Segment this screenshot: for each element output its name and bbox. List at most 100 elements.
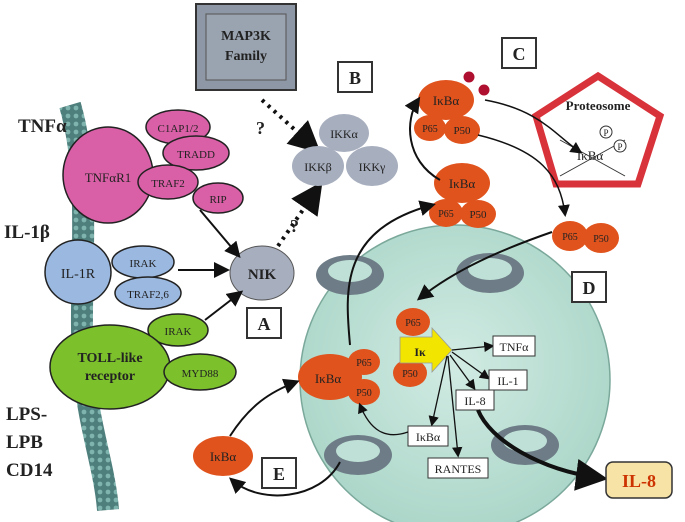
map3k-label-line1: MAP3K xyxy=(221,29,271,44)
toll-label-line1: TOLL-like xyxy=(77,351,142,366)
tnfa-ligand-label: TNFα xyxy=(18,116,67,137)
nuclear-pore xyxy=(456,253,524,293)
ik-yellow-arrow xyxy=(399,326,453,374)
tnfa-gene-box: TNFα xyxy=(492,335,536,357)
label-box-b: B xyxy=(337,61,373,93)
question-mark-2: ? xyxy=(290,216,299,236)
ikba-p65-p50-complex: IκBα P65 P50 xyxy=(429,163,496,228)
arrow-to-tnfa xyxy=(451,341,495,352)
arrow-il8-secretion xyxy=(476,409,608,491)
svg-text:IL-1: IL-1 xyxy=(497,374,518,388)
arrow-to-ikba xyxy=(428,355,448,427)
nuclear-ikba-complex: IκBα P65 P50 xyxy=(298,349,380,405)
nuc-p65-label: P65 xyxy=(356,358,372,369)
rip-label: RIP xyxy=(209,194,226,206)
arrow-tnfar1-to-nik xyxy=(199,209,241,259)
svg-text:TNFα: TNFα xyxy=(500,340,530,354)
arrow-release-p65-p50 xyxy=(477,134,570,217)
ikkg-label: IKKγ xyxy=(359,160,386,174)
svg-text:A: A xyxy=(258,314,271,334)
nuc-ikba-label: IκBα xyxy=(315,371,342,386)
arrow-p65-p50-into-nucleus xyxy=(416,231,553,301)
svg-text:IκBα: IκBα xyxy=(416,430,441,444)
nuclear-p65-p50-dna: P65 P50 Iκ xyxy=(393,308,453,387)
arrow-to-il1 xyxy=(451,351,491,380)
nuclear-pore xyxy=(491,425,559,465)
dotted-arrow-map3k-to-ikk xyxy=(260,98,321,154)
label-box-d: D xyxy=(571,271,607,303)
d-p65-label: P65 xyxy=(562,232,578,243)
mid-p65-label: P65 xyxy=(438,209,454,220)
d-p50-label: P50 xyxy=(593,234,609,245)
c-p65-label: P65 xyxy=(422,124,438,135)
map3k-family-box: MAP3K Family xyxy=(195,3,297,91)
arrow-to-proteosome xyxy=(484,99,583,154)
dotted-arrow-nik-to-ikk xyxy=(276,181,323,248)
cytoplasmic-ikba-e: IκBα xyxy=(193,436,253,476)
il8-output-box: IL-8 xyxy=(605,461,673,499)
proteosome-label: Proteosome xyxy=(566,98,631,113)
arrow-ikba-import xyxy=(229,378,300,437)
c-p50-label: P50 xyxy=(453,125,471,137)
label-box-c: C xyxy=(501,37,537,69)
irak-label: IRAK xyxy=(130,258,157,270)
c1ap-label: C1AP1/2 xyxy=(158,123,199,135)
il8-output-label: IL-8 xyxy=(622,471,656,491)
p-marker-b: P xyxy=(617,142,622,152)
il1b-ligand-label: IL-1β xyxy=(4,222,50,243)
label-box-a: A xyxy=(246,307,282,339)
toll-like-receptor-complex: IRAK TOLL-like receptor MYD88 xyxy=(49,313,237,410)
myd88-label: MYD88 xyxy=(182,368,219,380)
arrow-toll-to-nik xyxy=(204,290,244,321)
rantes-gene-box: RANTES xyxy=(427,457,489,479)
traf2-label: TRAF2 xyxy=(151,178,185,190)
ikba-gene-box: IκBα xyxy=(407,425,449,447)
lps-label: LPS- xyxy=(6,404,47,425)
il1r-complex: IL-1R IRAK TRAF2,6 xyxy=(44,239,182,310)
cd14-label: CD14 xyxy=(6,460,53,481)
arrow-phosphorylation-loop xyxy=(404,96,441,181)
svg-text:D: D xyxy=(583,278,596,298)
toll-label-line2: receptor xyxy=(85,369,135,384)
lpb-label: LPB xyxy=(6,432,43,453)
svg-text:B: B xyxy=(349,68,361,88)
svg-text:C: C xyxy=(513,44,526,64)
il1r-label: IL-1R xyxy=(61,267,96,282)
arrow-to-il8 xyxy=(449,354,476,391)
svg-text:IL-8: IL-8 xyxy=(464,394,485,408)
mid-ikba-label: IκBα xyxy=(449,176,476,191)
p-marker-a: P xyxy=(603,128,608,138)
arrow-to-rantes xyxy=(447,355,463,458)
il1-gene-box: IL-1 xyxy=(488,369,528,391)
arrow-ikba-export xyxy=(229,461,341,497)
tnfar1-label: TNFαR1 xyxy=(85,170,132,185)
tradd-label: TRADD xyxy=(177,149,215,161)
proteosome-ikba-label: IκBα xyxy=(577,148,604,163)
tnfar1-complex: TNFαR1 C1AP1/2 TRADD TRAF2 RIP xyxy=(62,109,244,224)
arrow-new-ikba-binding xyxy=(358,402,409,436)
question-mark-1: ? xyxy=(256,118,265,138)
c-ikba-label: IκBα xyxy=(433,93,460,108)
traf26-label: TRAF2,6 xyxy=(127,289,169,301)
mid-p50-label: P50 xyxy=(469,209,487,221)
nuc-p50-label: P50 xyxy=(356,388,372,399)
ikkb-label: IKKβ xyxy=(304,160,331,174)
nik-node: NIK xyxy=(229,245,295,301)
nuclear-pore xyxy=(324,435,392,475)
nuclear-pore xyxy=(316,255,384,295)
svg-text:RANTES: RANTES xyxy=(435,462,482,476)
n-p65-label: P65 xyxy=(405,318,421,329)
arrow-export-to-cytoplasm xyxy=(346,200,436,346)
proteosome: Proteosome IκBα P P xyxy=(531,71,665,188)
label-box-e: E xyxy=(261,457,297,489)
irak2-label: IRAK xyxy=(165,326,192,338)
il8-gene-box: IL-8 xyxy=(455,389,495,411)
n-p50-label: P50 xyxy=(402,369,418,380)
ikk-complex: IKKα IKKβ IKKγ xyxy=(292,114,398,186)
free-p65-p50: P65 P50 xyxy=(552,221,619,253)
e-ikba-label: IκBα xyxy=(210,449,237,464)
ik-label: Iκ xyxy=(414,345,426,359)
ikka-label: IKKα xyxy=(330,127,358,141)
